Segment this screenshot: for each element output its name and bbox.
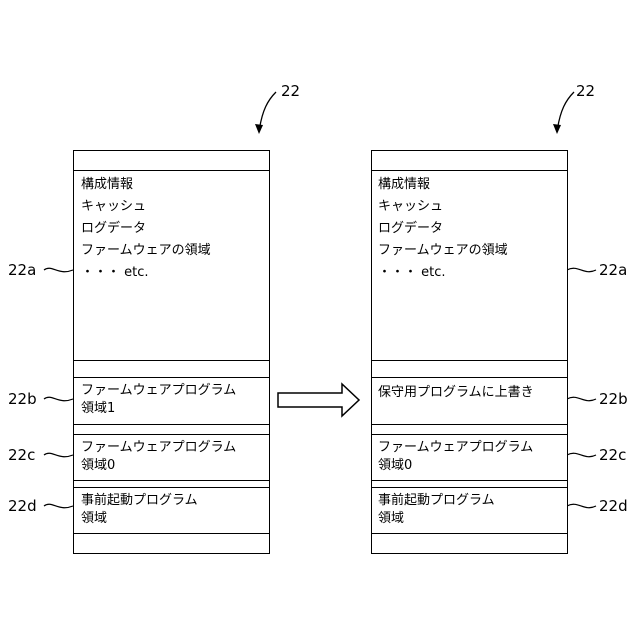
leader-22b-right <box>567 397 596 400</box>
divider <box>371 434 568 435</box>
region-d-line1: 事前起動プログラム <box>378 492 495 510</box>
divider <box>73 487 270 488</box>
divider <box>371 424 568 425</box>
label-22d-left: 22d <box>8 497 37 515</box>
cache-text: キャッシュ <box>81 196 146 218</box>
region-d-line1: 事前起動プログラム <box>81 492 198 510</box>
region-d-line2: 領域 <box>378 510 404 528</box>
figure-ref-left: 22 <box>281 82 300 100</box>
divider <box>371 480 568 481</box>
label-22c-right: 22c <box>599 446 626 464</box>
leader-22a-left <box>44 268 73 271</box>
config-info-text: 構成情報 <box>81 174 133 196</box>
divider <box>73 170 270 171</box>
etc-text: ・・・ etc. <box>378 262 446 284</box>
leader-22d-left <box>44 504 73 507</box>
label-22a-right: 22a <box>599 261 627 279</box>
divider <box>73 480 270 481</box>
divider <box>73 533 270 534</box>
leader-22b-left <box>44 397 73 400</box>
divider <box>371 377 568 378</box>
ref-arrowhead-left <box>255 124 263 134</box>
leader-22d-right <box>567 504 596 507</box>
leader-22c-right <box>567 453 596 456</box>
region-c-line2: 領域0 <box>378 457 412 475</box>
firmware-area-text: ファームウェアの領域 <box>81 240 211 262</box>
leader-22c-left <box>44 453 73 456</box>
region-b-line1: ファームウェアプログラム <box>81 382 236 400</box>
cache-text: キャッシュ <box>378 196 443 218</box>
etc-text: ・・・ etc. <box>81 262 149 284</box>
log-data-text: ログデータ <box>378 218 443 240</box>
divider <box>371 487 568 488</box>
label-22c-left: 22c <box>8 446 35 464</box>
label-22b-right: 22b <box>599 390 628 408</box>
label-22b-left: 22b <box>8 390 37 408</box>
config-info-text: 構成情報 <box>378 174 430 196</box>
divider <box>73 360 270 361</box>
divider <box>73 434 270 435</box>
firmware-area-text: ファームウェアの領域 <box>378 240 508 262</box>
log-data-text: ログデータ <box>81 218 146 240</box>
divider <box>73 424 270 425</box>
leader-22a-right <box>567 268 596 271</box>
region-b-line2: 領域1 <box>81 400 115 418</box>
divider <box>73 377 270 378</box>
label-22d-right: 22d <box>599 497 628 515</box>
divider <box>371 533 568 534</box>
ref-arrowhead-right <box>553 124 561 134</box>
overwrite-maintenance-text: 保守用プログラムに上書き <box>378 384 534 402</box>
transition-arrow <box>278 384 359 416</box>
label-22a-left: 22a <box>8 261 36 279</box>
region-c-line1: ファームウェアプログラム <box>378 439 533 457</box>
region-c-line2: 領域0 <box>81 457 115 475</box>
divider <box>371 360 568 361</box>
region-d-line2: 領域 <box>81 510 107 528</box>
figure-ref-right: 22 <box>576 82 595 100</box>
region-c-line1: ファームウェアプログラム <box>81 439 236 457</box>
divider <box>371 170 568 171</box>
